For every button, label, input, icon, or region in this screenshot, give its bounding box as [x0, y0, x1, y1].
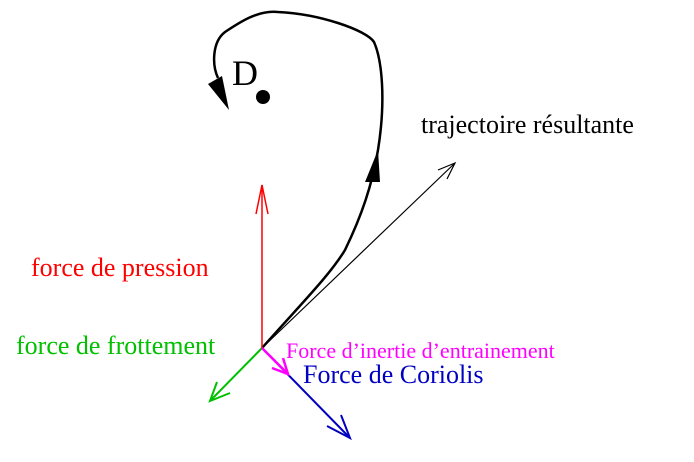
path-arrowhead-upper — [365, 150, 380, 182]
low-pressure-point — [256, 90, 270, 104]
inertia-force-vector — [261, 347, 290, 377]
parcel-path-curve — [212, 10, 384, 349]
friction-label: force de frottement — [16, 331, 216, 360]
trajectory-label: trajectoire résultante — [421, 110, 634, 139]
path-arrowhead-lower — [208, 76, 229, 110]
pressure-label: force de pression — [31, 253, 209, 282]
inertia-label: Force d’inertie d’entrainement — [286, 338, 555, 363]
coriolis-label: Force de Coriolis — [303, 360, 484, 389]
trajectory-vector — [261, 161, 457, 349]
friction-force-vector — [208, 347, 263, 403]
point-label: D — [232, 53, 258, 93]
pressure-force-vector — [255, 184, 269, 348]
